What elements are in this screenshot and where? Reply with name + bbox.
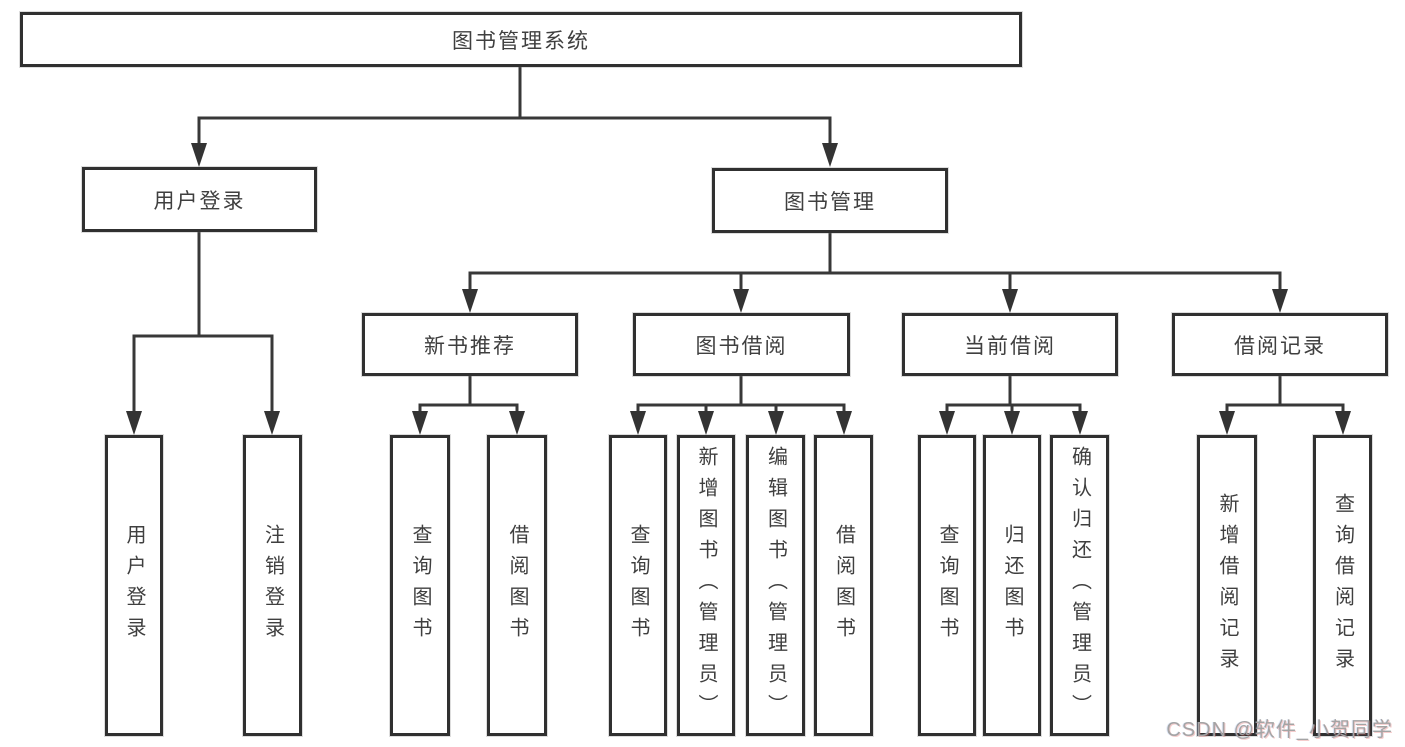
leaf-borrow-books: 借阅图书 [814,435,873,736]
leaf-add-borrow-record: 新增借阅记录 [1197,435,1257,736]
csdn-watermark: CSDN @软件_小贺同学 [1166,719,1393,741]
leaf-return-books: 归还图书 [983,435,1041,736]
node-book-management: 图书管理 [712,168,948,233]
leaf-query-books-current: 查询图书 [918,435,976,736]
node-book-borrowing: 图书借阅 [633,313,850,376]
leaf-borrow-books-recommend: 借阅图书 [487,435,547,736]
node-current-borrowing: 当前借阅 [902,313,1118,376]
leaf-add-book-admin: 新增图书（管理员） [677,435,735,736]
leaf-confirm-return-admin: 确认归还（管理员） [1050,435,1109,736]
leaf-edit-book-admin: 编辑图书（管理员） [746,435,805,736]
leaf-query-borrow-record: 查询借阅记录 [1313,435,1372,736]
node-borrowing-records: 借阅记录 [1172,313,1388,376]
node-root: 图书管理系统 [20,12,1022,67]
leaf-query-books-borrowing: 查询图书 [609,435,667,736]
node-new-book-recommend: 新书推荐 [362,313,578,376]
leaf-logout: 注销登录 [243,435,302,736]
node-user-login: 用户登录 [82,167,317,232]
leaf-user-login: 用户登录 [105,435,163,736]
leaf-query-books-recommend: 查询图书 [390,435,450,736]
